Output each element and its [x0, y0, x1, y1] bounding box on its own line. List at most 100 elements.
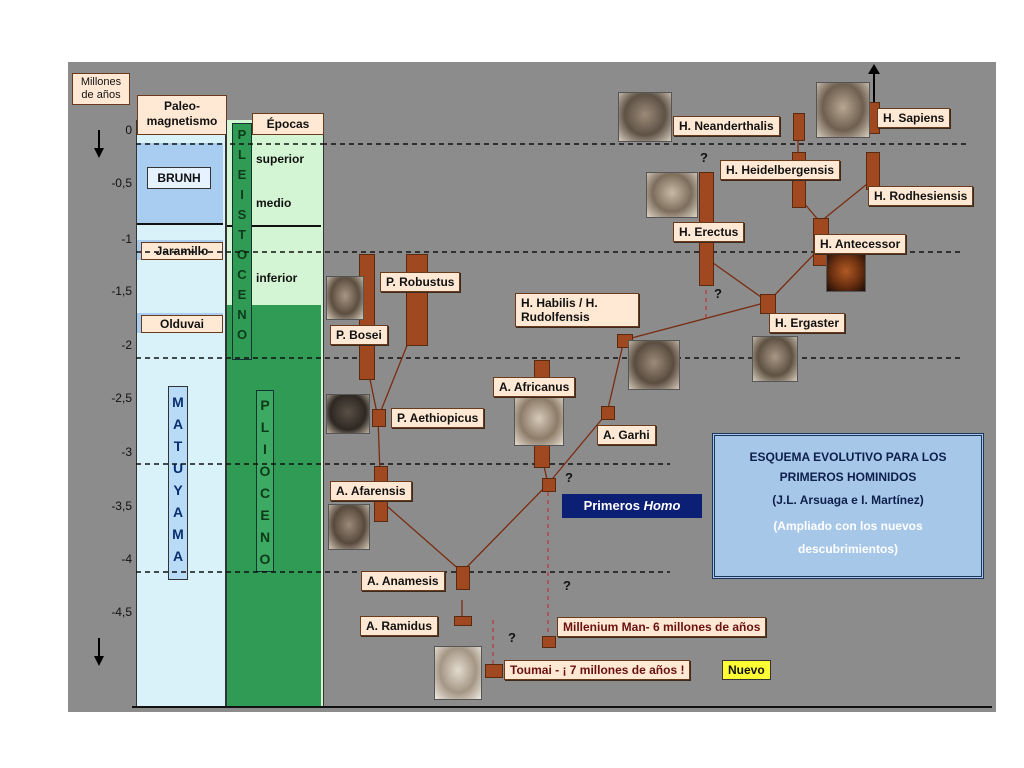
- label-a-anamesis: A. Anamesis: [361, 571, 445, 591]
- vertical-letter: M: [172, 394, 184, 410]
- primeros-homo-badge: Primeros Homo: [562, 494, 702, 518]
- vertical-letter: A: [172, 548, 184, 564]
- infobox-line: ESQUEMA EVOLUTIVO PARA LOS: [749, 450, 947, 464]
- nuevo-badge: Nuevo: [722, 660, 771, 680]
- tick-label: -3: [121, 445, 132, 459]
- aethiopicus-range: [372, 409, 386, 427]
- question-mark: ?: [700, 150, 708, 165]
- tick-label: -2: [121, 338, 132, 352]
- vertical-letter: T: [238, 227, 246, 242]
- neanderthalis-skull-image: [618, 92, 672, 142]
- tick-label: -2,5: [111, 391, 132, 405]
- label-h-habilis-rudolfensis: H. Habilis / H. Rudolfensis: [515, 293, 639, 327]
- vertical-letter: E: [237, 287, 247, 302]
- infobox-line: descubrimientos): [797, 542, 899, 556]
- label-h-heidelbergensis: H. Heidelbergensis: [720, 160, 841, 180]
- label-h-neanderthalis: H. Neanderthalis: [673, 116, 780, 136]
- vertical-letter: P: [237, 127, 247, 142]
- vertical-letter: C: [259, 485, 271, 501]
- question-mark: ?: [714, 286, 722, 301]
- neanderthalis-range: [793, 113, 805, 141]
- arrow-down-icon: [94, 130, 104, 158]
- infobox-line: PRIMEROS HOMINIDOS: [779, 470, 917, 484]
- rodhesiensis-range: [866, 152, 880, 190]
- title-infobox: ESQUEMA EVOLUTIVO PARA LOS PRIMEROS HOMI…: [712, 433, 984, 579]
- robustus-range: [406, 254, 428, 346]
- vertical-letter: O: [259, 551, 271, 567]
- question-mark: ?: [563, 578, 571, 593]
- infobox-line: (Ampliado con los nuevos: [773, 519, 923, 533]
- vertical-letter: O: [236, 327, 248, 342]
- pleistoceno-bar: [232, 123, 252, 360]
- label-h-ergaster: H. Ergaster: [769, 313, 846, 333]
- axis-title: Millones de años: [72, 73, 130, 105]
- matuyama-label: [168, 386, 188, 580]
- vertical-letter: P: [260, 397, 270, 413]
- vertical-letter: I: [263, 441, 267, 457]
- label-h-antecessor: H. Antecessor: [814, 234, 907, 254]
- antecessor-skull-image: [826, 254, 866, 292]
- olduvai-label: Olduvai: [141, 315, 223, 333]
- vertical-letter: O: [236, 247, 248, 262]
- vertical-letter: Y: [173, 482, 183, 498]
- epochs-header: Épocas: [252, 113, 324, 135]
- superior-label: superior: [256, 152, 305, 166]
- vertical-letter: U: [172, 460, 184, 476]
- vertical-letter: A: [172, 504, 184, 520]
- label-millenium-man: Millenium Man- 6 millones de años: [557, 617, 767, 637]
- label-h-rodhesiensis: H. Rodhesiensis: [868, 186, 974, 206]
- medio-label: medio: [256, 196, 292, 210]
- tick-label: -0,5: [111, 176, 132, 190]
- toumai-skull-image: [434, 646, 482, 700]
- tick-label: -4,5: [111, 605, 132, 619]
- ramidus-range: [454, 616, 472, 626]
- millenium-range: [542, 636, 556, 648]
- plioceno-zone: [227, 305, 321, 706]
- tick-label: -3,5: [111, 499, 132, 513]
- vertical-letter: L: [260, 419, 270, 435]
- vertical-letter: C: [237, 267, 247, 282]
- infobox-line: (J.L. Arsuaga e I. Martínez): [772, 493, 924, 507]
- label-a-garhi: A. Garhi: [597, 425, 656, 445]
- vertical-letter: N: [259, 529, 271, 545]
- label-a-africanus: A. Africanus: [493, 377, 576, 397]
- vertical-letter: N: [237, 307, 247, 322]
- vertical-letter: S: [237, 207, 247, 222]
- question-mark: ?: [565, 470, 573, 485]
- vertical-letter: T: [173, 438, 183, 454]
- tick-label: -1: [121, 232, 132, 246]
- primeros-text: Primeros: [583, 498, 644, 513]
- tick-label: -1,5: [111, 284, 132, 298]
- vertical-letter: I: [240, 187, 244, 202]
- africanus-skull-image: [514, 396, 564, 446]
- inferior-label: inferior: [256, 271, 298, 285]
- vertical-letter: M: [172, 526, 184, 542]
- label-a-ramidus: A. Ramidus: [360, 616, 439, 636]
- label-p-aethiopicus: P. Aethiopicus: [391, 408, 485, 428]
- brunh-label: BRUNH: [147, 167, 211, 189]
- afarensis-skull-image: [328, 504, 370, 550]
- vertical-letter: L: [238, 147, 246, 162]
- tick-label: -4: [121, 552, 132, 566]
- question-mark: ?: [508, 630, 516, 645]
- erectus-skull-image: [646, 172, 698, 218]
- label-p-bosei: P. Bosei: [330, 325, 388, 345]
- vertical-letter: O: [259, 463, 271, 479]
- label-toumai: Toumai - ¡ 7 millones de años !: [504, 660, 691, 680]
- baseline: [132, 706, 992, 708]
- anamesis-range: [456, 566, 470, 590]
- africanus-root: [542, 478, 556, 492]
- ergaster-skull-image: [752, 336, 798, 382]
- tick-label: 0: [125, 123, 132, 137]
- toumai-range: [485, 664, 503, 678]
- vertical-letter: A: [172, 416, 184, 432]
- vertical-letter: E: [237, 167, 247, 182]
- paleomagnetism-header: Paleo-magnetismo: [137, 95, 227, 135]
- vertical-letter: E: [260, 507, 270, 523]
- arrow-down-icon: [94, 638, 104, 666]
- label-a-afarensis: A. Afarensis: [330, 481, 412, 501]
- aethiopicus-skull-image: [326, 394, 370, 434]
- label-h-erectus: H. Erectus: [673, 222, 745, 242]
